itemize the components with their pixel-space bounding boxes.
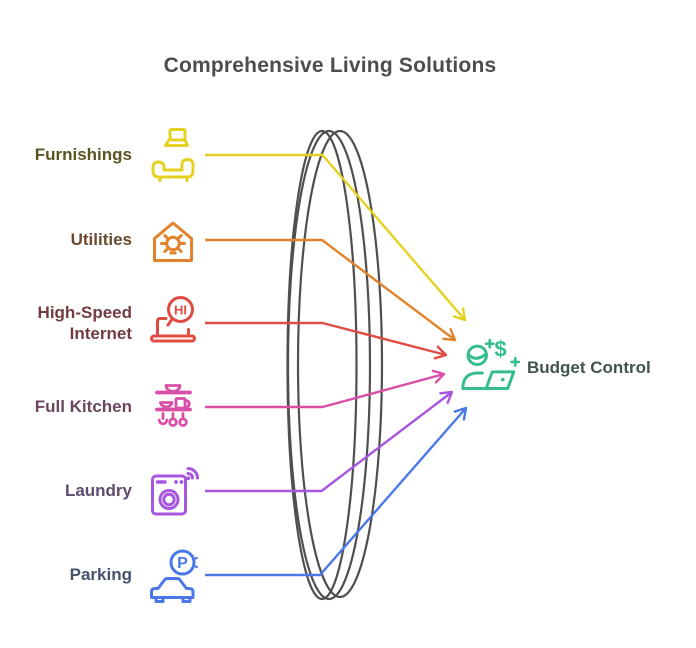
connector-utilities [205,238,457,342]
connector-kitchen [205,369,446,409]
sofa-laptop-icon [151,128,195,182]
dollar-sign-glyph: $ [494,336,506,361]
label-parking: Parking [69,565,132,585]
connector-furnishings [205,153,467,322]
kitchen-shelves-icon [155,384,192,427]
lens-ellipse-decoration [286,129,384,601]
laptop-chat-icon: HI [150,296,196,343]
smart-washing-machine-icon [151,467,199,516]
connector-parking [205,406,468,577]
label-kitchen: Full Kitchen [34,397,132,417]
label-budget-control: Budget Control [527,358,651,377]
hi-bubble-text: HI [174,303,187,318]
connector-internet [205,321,448,360]
car-parking-icon: P [150,549,198,603]
house-lightbulb-icon [153,221,193,262]
parking-badge-text: P [177,555,188,572]
label-laundry: Laundry [64,481,132,501]
label-utilities: Utilities [70,230,132,250]
person-finance-icon: $ [461,336,521,390]
diagram-title: Comprehensive Living Solutions [163,54,497,77]
label-internet: High-Speed Internet [37,302,132,343]
label-furnishings: Furnishings [34,145,132,165]
connector-laundry [205,390,454,493]
